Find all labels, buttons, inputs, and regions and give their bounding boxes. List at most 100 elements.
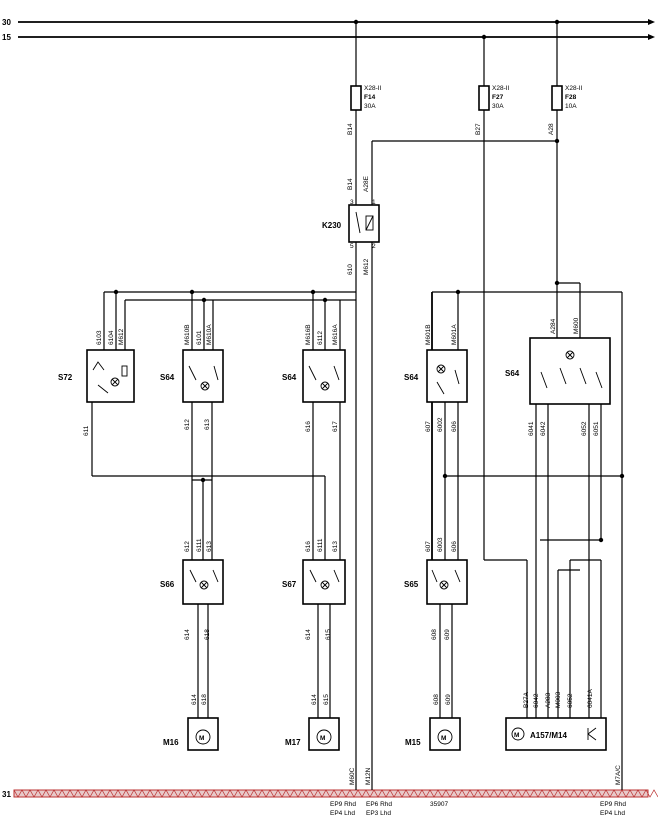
- wire-label: M: [441, 735, 446, 742]
- switch-s65: S65 607 6003 606 608 609: [404, 537, 468, 640]
- wire-label: A28: [548, 123, 555, 135]
- wire-label: 612: [184, 541, 191, 552]
- switch-s64-a: S64 M610B 6101 M610A 612 613: [160, 324, 224, 430]
- wire-label: 607: [425, 421, 432, 432]
- actuator-a157-m14: M A157/M14 B27A 6042 A283 M003 6052 6041…: [505, 689, 607, 751]
- switch-s64-d: S64 A284 M600 6041 6042 6052 6051: [505, 317, 611, 436]
- wire-label: EP9 Rhd: [330, 801, 356, 808]
- wire-label: 6042: [540, 421, 547, 436]
- wire-label: 6101: [196, 330, 203, 345]
- wire-label: S64: [160, 373, 175, 382]
- wire-label: 6104: [108, 330, 115, 345]
- wire-label: 10A: [565, 103, 577, 110]
- wire-label: 6112: [317, 331, 324, 345]
- wire-label: 5: [350, 243, 354, 250]
- wire-label: 6103: [96, 330, 103, 345]
- wire-label: 607: [425, 541, 432, 552]
- wire-label: 606: [451, 421, 458, 432]
- wire-label: S64: [404, 373, 419, 382]
- wire-label: 6002: [437, 417, 444, 432]
- relay-k230: K230 B14 A28E 610 M612 3 1 5 2: [322, 175, 380, 275]
- wire-label: 6041: [528, 421, 535, 436]
- wire-label: F28: [565, 94, 577, 101]
- wire-label: A157/M14: [530, 731, 567, 740]
- motor-m16: M M16 614 618: [163, 694, 219, 751]
- wire-label: S67: [282, 580, 297, 589]
- wire-label: A28E: [363, 175, 370, 192]
- motor-m15: M M15 608 609: [405, 694, 461, 751]
- wire-label: S72: [58, 373, 73, 382]
- wire-label: 6111: [196, 538, 203, 552]
- wire-label: S64: [505, 369, 520, 378]
- wire-label: 616: [305, 541, 312, 552]
- wire-label: M610A: [206, 324, 213, 345]
- wire-label: 611: [83, 425, 90, 436]
- wire-label: A283: [545, 692, 552, 708]
- wire-label: M: [320, 735, 325, 742]
- wire-label: 615: [325, 629, 332, 640]
- wire-label: 3: [350, 199, 354, 206]
- ground-bar: 31: [2, 789, 658, 799]
- wire-label: 6041A: [587, 689, 594, 708]
- wire-label: M601A: [451, 324, 458, 345]
- switch-s64-b: S64 M616B 6112 M616A 616 617: [282, 324, 346, 432]
- wire-label: B14: [347, 178, 354, 190]
- wire-label: M: [514, 732, 519, 739]
- wire-label: M17: [285, 738, 301, 747]
- wire-label: 606: [451, 541, 458, 552]
- wire-label: 2: [372, 243, 376, 250]
- wire-label: 613: [206, 541, 213, 552]
- wire-label: 1: [372, 199, 376, 206]
- wire-label: 613: [332, 541, 339, 552]
- wire-label: 612: [184, 419, 191, 430]
- wire-label: 608: [433, 694, 440, 705]
- wire-label: A284: [550, 318, 557, 334]
- fuse-f27: X28-II F27 30A B27: [475, 85, 510, 135]
- wire-label: M15: [405, 738, 421, 747]
- wire-label: 609: [445, 694, 452, 705]
- ground-wire-label: M60C: [349, 767, 356, 785]
- wire-label: S64: [282, 373, 297, 382]
- wire-label: F14: [364, 94, 376, 101]
- footer-refs: EP9 Rhd EP4 Lhd EP6 Rhd EP3 Lhd 35907 EP…: [330, 801, 626, 817]
- wire-label: 614: [184, 629, 191, 640]
- wire-label: M600: [573, 317, 580, 334]
- wire-label: M16: [163, 738, 179, 747]
- wire-label: M616B: [305, 324, 312, 345]
- rail-15-label: 15: [2, 33, 11, 42]
- wire-label: 610: [347, 264, 354, 275]
- motor-m17: M M17 614 615: [285, 694, 340, 751]
- switch-s64-c: S64 M601B M601A 607 6002 606: [404, 324, 468, 432]
- wire-label: 6042: [533, 693, 540, 708]
- wire-label: 618: [201, 694, 208, 705]
- wire-label: M612: [118, 328, 125, 345]
- fuse-f14: X28-II F14 30A B14: [347, 85, 382, 135]
- wire-label: X28-II: [492, 85, 510, 92]
- wire-label: 6111: [317, 538, 324, 552]
- fuse-f28: X28-II F28 10A A28: [548, 85, 583, 135]
- wire-label: EP9 Rhd: [600, 801, 626, 808]
- wire-label: 6052: [581, 421, 588, 436]
- wire-label: X28-II: [364, 85, 382, 92]
- wire-label: 616: [305, 421, 312, 432]
- wire-label: 614: [305, 629, 312, 640]
- wire-label: EP3 Lhd: [366, 810, 391, 817]
- wire-label: M610B: [184, 324, 191, 345]
- wire-label: X28-II: [565, 85, 583, 92]
- wire-label: M612: [363, 258, 370, 275]
- ground-wire-label: M7A/C: [615, 765, 622, 785]
- rail-30-label: 30: [2, 18, 11, 27]
- wire-label: M003: [555, 691, 562, 708]
- wire-label: 613: [204, 419, 211, 430]
- wire-label: S65: [404, 580, 419, 589]
- wire-label: 30A: [492, 103, 504, 110]
- wire-label: M: [199, 735, 204, 742]
- wire-label: EP6 Rhd: [366, 801, 392, 808]
- wire-label: 608: [431, 629, 438, 640]
- wire-label: S66: [160, 580, 175, 589]
- wire-label: B27: [475, 123, 482, 135]
- wire-label: 615: [323, 694, 330, 705]
- rail-30: 30: [2, 18, 655, 27]
- wire-label: K230: [322, 221, 342, 230]
